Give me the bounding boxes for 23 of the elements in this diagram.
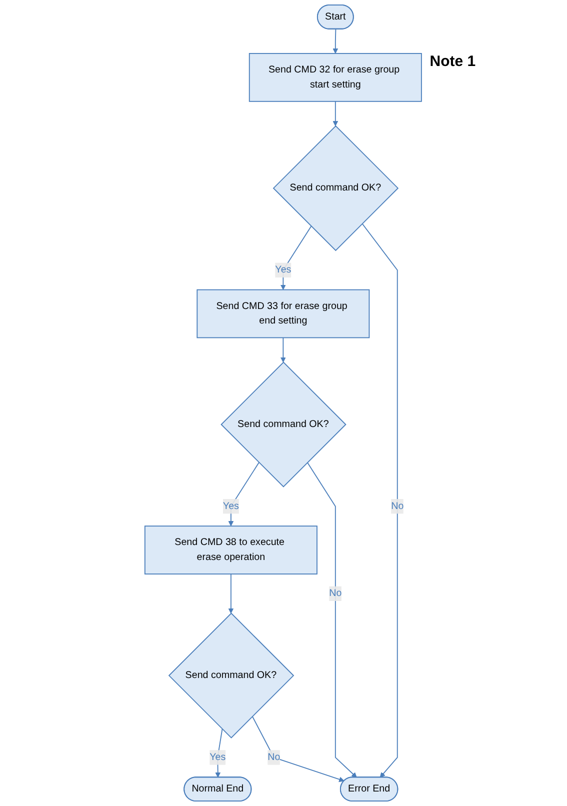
node-box: Send CMD 33 for erase group end setting [197,289,370,338]
edge-label: Yes [275,264,292,276]
node-box: Send CMD 38 to execute erase operation [144,526,318,574]
arrow [333,28,338,54]
arrow [333,100,338,126]
node-diamond: Send command OK? [220,362,347,488]
edge-label: No [268,752,280,762]
arrow [228,462,260,526]
arrow [280,226,312,290]
arrow [228,574,234,614]
arrow [216,728,224,778]
edge-label: Yes [223,500,240,512]
edge-label: No [329,588,342,599]
node-diamond: Send command OK? [273,125,399,252]
arrow [280,337,286,363]
edge-label: Yes [210,752,226,762]
arrow [307,462,358,778]
note-text: Note 1 [430,53,476,70]
node-diamond: Send command OK? [168,612,294,738]
arrow [252,716,345,782]
edge-label: No [391,500,404,512]
arrow [362,223,398,778]
node-box: Send CMD 32 for erase group start setting [249,53,422,102]
